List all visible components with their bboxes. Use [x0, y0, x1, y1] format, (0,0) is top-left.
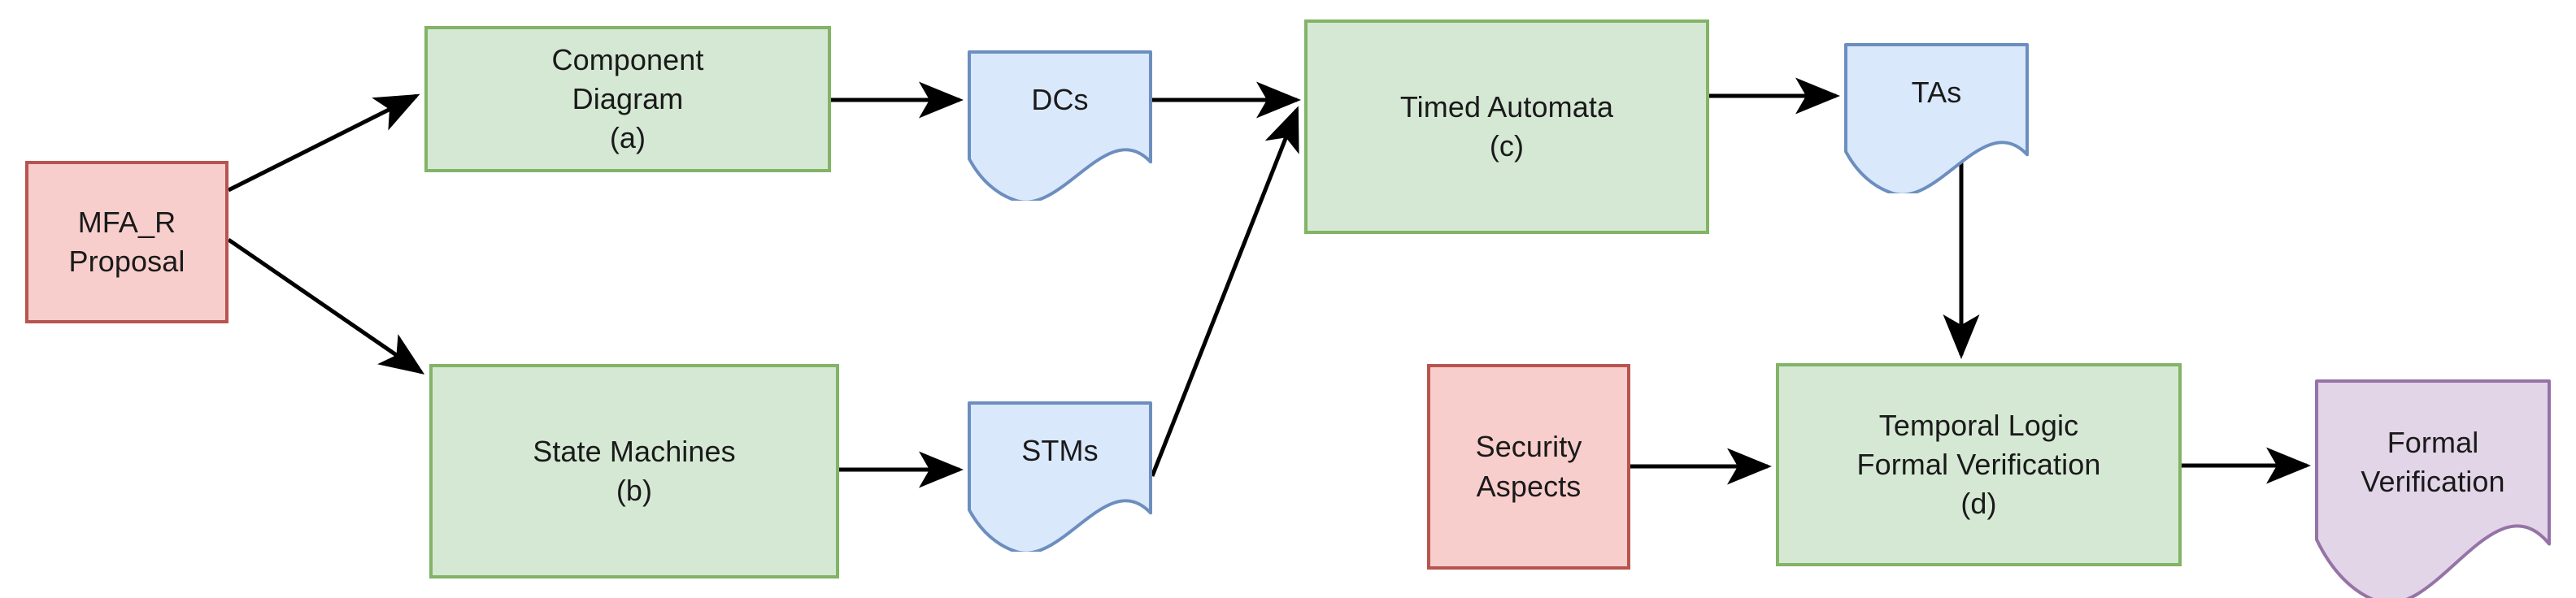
node-temporal-logic-formal-verification[interactable]: Temporal Logic Formal Verification (d): [1776, 363, 2182, 566]
document-shape-formal-verification: [2315, 379, 2551, 598]
document-shape-dcs: [968, 50, 1152, 202]
node-label-mfa-r-proposal: MFA_R Proposal: [68, 205, 185, 278]
node-stms[interactable]: STMs: [968, 401, 1152, 552]
node-formal-verification[interactable]: Formal Verification: [2315, 379, 2551, 598]
node-security-aspects[interactable]: Security Aspects: [1427, 364, 1630, 570]
edge-mfa-to-state-machines: [227, 237, 425, 375]
node-label-component-diagram: Component Diagram (a): [551, 42, 704, 155]
node-tas[interactable]: TAs: [1844, 43, 2029, 194]
node-label-tas: TAs: [1911, 75, 1962, 109]
node-label-stms: STMs: [1021, 433, 1099, 467]
edge-stms-to-timed-automata: [1150, 106, 1299, 477]
node-label-temporal-logic-formal-verification: Temporal Logic Formal Verification (d): [1856, 408, 2101, 521]
node-component-diagram[interactable]: Component Diagram (a): [424, 26, 831, 172]
node-timed-automata[interactable]: Timed Automata (c): [1304, 20, 1709, 234]
node-state-machines[interactable]: State Machines (b): [429, 364, 839, 578]
edge-mfa-to-component: [227, 93, 420, 193]
document-shape-stms: [968, 401, 1152, 552]
document-shape-tas: [1844, 43, 2029, 194]
node-label-security-aspects: Security Aspects: [1475, 430, 1582, 503]
node-dcs[interactable]: DCs: [968, 50, 1152, 202]
node-mfa-r-proposal[interactable]: MFA_R Proposal: [25, 161, 228, 323]
node-label-dcs: DCs: [1031, 82, 1089, 116]
node-label-state-machines: State Machines (b): [533, 434, 736, 507]
node-label-formal-verification: Formal Verification: [2361, 426, 2505, 499]
node-label-timed-automata: Timed Automata (c): [1399, 89, 1614, 162]
